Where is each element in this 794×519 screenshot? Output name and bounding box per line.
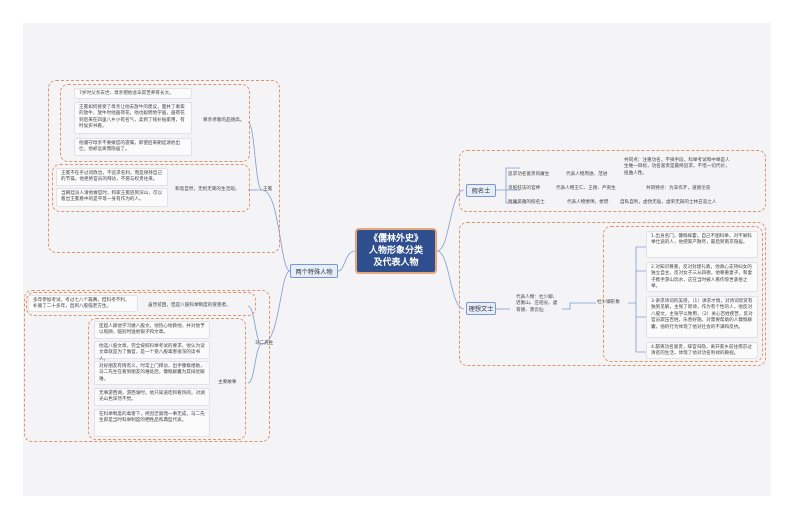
branch-ideal-scholars[interactable]: 理想文士 — [466, 302, 496, 315]
upright-note: 多年参加考试，考过七八个篇赛，但科考不利，补廪了二十多年，直到八股临老方生。 — [28, 295, 138, 312]
ideal-reps: 代表人物：杜少卿、迟衡山、庄绍光、虞育德、萧云仙 — [516, 295, 558, 313]
respect-mother-label[interactable]: 尊亲孝敬的品德高。 — [203, 118, 245, 123]
respect-mother-note-1: 7岁时父亲去世，母亲把他含辛茹苦养育长大。 — [74, 88, 192, 99]
false-row-1-rep: 代表人物周进、范进 — [566, 172, 608, 177]
ma-er-group — [24, 290, 270, 442]
false-row-2-rep: 代表人物王仁、王德、严贡生 — [556, 186, 616, 191]
respect-mother-group — [60, 84, 250, 162]
false-scholars-group — [459, 150, 766, 212]
du-note-1: 1.出身名门，慷慨挥霍。自己不图科举，对不屑科举仕途的人，他把家产散尽，最后到南… — [646, 231, 758, 258]
ideal-scholars-group — [459, 222, 766, 366]
du-note-3: 3.讲求诗词的美感，（1）讲求才情，对诗词欣赏有独到见解，主张了新诗，作为有个性… — [646, 296, 758, 338]
du-note-2: 2.对知识尊重，反对封建礼教，他真心支持妇女的独立自主，反对女子三从四德，他尊重… — [646, 262, 758, 292]
false-row-2-common: 共同特点：为非作歹，道德沦丧 — [646, 186, 711, 191]
false-row-3-rep: 代表人物娄琫，娄瓒 — [567, 200, 609, 205]
stories-note-1: 匡超人跟他学习做八股文，他热心地教他，并对他予以照顾，临别时送他银子和文章。 — [94, 321, 210, 339]
stories-note-4: 无事游西湖，游西湖时，他只知道吃和看热闹，对湖光山色浑然不觉。 — [94, 388, 210, 406]
ma-er-label[interactable]: 马二先生 — [255, 341, 274, 346]
du-group — [603, 226, 763, 362]
du-label[interactable]: 杜少卿形象 — [597, 300, 620, 305]
stories-group — [88, 318, 246, 440]
false-row-3-common: 自私自利，虚伪无耻，虚荣无知的士林丑恶之人 — [620, 200, 717, 205]
du-note-4: 4.鄙夷功名富贵，辞官归隐，离开家乡前往南京过清贫的生活，体现了他对功名利禄的藐… — [646, 342, 758, 359]
false-row-3-desc: 附庸风雅的假名士 — [508, 200, 545, 205]
nature-note-1: 王冕不在乎过问政治，不追求名利，而是保持自己的节操，他拒绝官员的拜访，不愿与权贵… — [56, 168, 168, 186]
stories-note-3: 对好朋友有情有义，时常上门拜访，出手慷慨相助，马二先生在看到朋友的难处后，慷慨解… — [94, 361, 210, 385]
nature-label[interactable]: 和谐自然，无拘无束的生活观。 — [175, 187, 240, 192]
branch-special-characters[interactable]: 两个特殊人物 — [290, 264, 338, 278]
stories-note-5: 在科举制度的毒害下，终因迂腐而一事无成，马二先生即是当时科举制度的牺牲品和典型代… — [94, 409, 210, 437]
false-row-1-common: 共同点：注重功名，不择手段，科举考试和中举是人生唯一目标，功名富贵是最终追求，不… — [624, 158, 730, 176]
nature-group — [52, 164, 250, 212]
nature-note-2: 当朝廷派人请他做官时，和家王冕逃到深山，可以看出王冕看中的是平等一身有作为的人。 — [56, 188, 168, 207]
upright-group — [26, 292, 256, 316]
center-topic[interactable]: 《儒林外史》 人物形象分类 及代表人物 — [355, 228, 437, 274]
upright-label[interactable]: 虽然贫困，但是八股科举制度的受害者。 — [148, 303, 231, 308]
respect-mother-note-2: 王冕如何接受了母亲让他去放牛的建议，面并了秦家的放牛，放牛时他画荷花，他也聪明地… — [74, 102, 192, 134]
false-row-1-desc: 追求功名富贵的庸生 — [508, 172, 550, 177]
stories-label[interactable]: 主要故事 — [218, 380, 237, 385]
wang-mian-label[interactable]: 王冕 — [263, 187, 273, 192]
wang-mian-group — [48, 80, 280, 253]
respect-mother-note-3: 他遵守母亲不要做官的遗嘱，即使后来朝廷请他出仕，他却远离而隐居了。 — [74, 138, 192, 156]
stories-note-2: 他选八股文章，完全按照科举考试的要求，他认为读文章就是为了做官，是一个受八股毒害… — [94, 341, 210, 362]
branch-false-scholars[interactable]: 假名士 — [466, 184, 496, 197]
false-row-2-desc: 贪赃枉法的官绅 — [508, 186, 541, 191]
